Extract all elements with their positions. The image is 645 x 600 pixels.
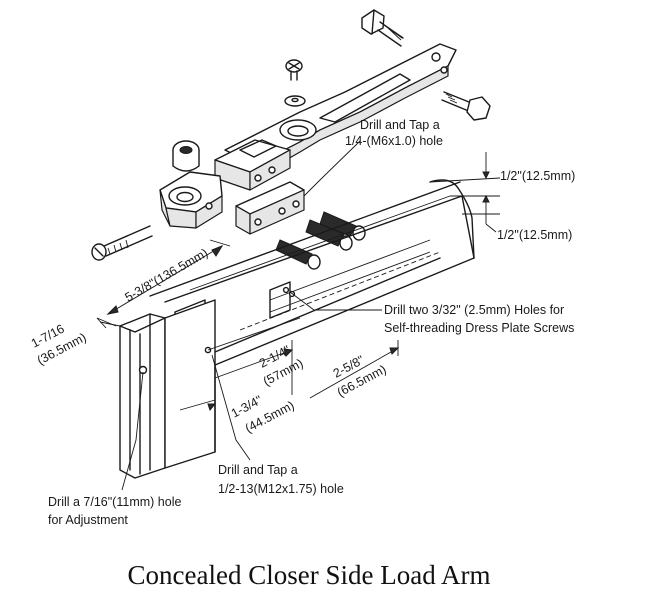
dimension-lines bbox=[96, 140, 501, 491]
label-drill-tap-half-1: Drill and Tap a bbox=[218, 463, 298, 477]
right-hex-bolt bbox=[441, 91, 491, 121]
label-drill-adjust-2: for Adjustment bbox=[48, 513, 128, 527]
threaded-studs bbox=[275, 211, 366, 270]
adjustment-bolt bbox=[91, 225, 153, 261]
label-drill-two-2: Self-threading Dress Plate Screws bbox=[384, 321, 574, 335]
label-drill-tap-quarter-2: 1/4-(M6x1.0) hole bbox=[345, 134, 443, 148]
label-dim-5-3-8: 5-3/8"(136.5mm) bbox=[123, 246, 211, 305]
label-half-inch-bottom: 1/2"(12.5mm) bbox=[497, 228, 572, 242]
label-drill-two-1: Drill two 3/32" (2.5mm) Holes for bbox=[384, 303, 564, 317]
phillips-screw bbox=[284, 59, 306, 107]
label-half-inch-top: 1/2"(12.5mm) bbox=[500, 169, 575, 183]
top-hex-bolt bbox=[361, 9, 404, 47]
label-drill-adjust-1: Drill a 7/16"(11mm) hole bbox=[48, 495, 181, 509]
labels: Drill and Tap a 1/4-(M6x1.0) hole 1/2"(1… bbox=[29, 118, 575, 527]
closer-body bbox=[119, 179, 475, 479]
label-drill-tap-half-2: 1/2-13(M12x1.75) hole bbox=[218, 482, 344, 496]
diagram-caption: Concealed Closer Side Load Arm bbox=[128, 560, 491, 590]
label-drill-tap-quarter-1: Drill and Tap a bbox=[360, 118, 440, 132]
arm-assembly bbox=[159, 43, 457, 235]
